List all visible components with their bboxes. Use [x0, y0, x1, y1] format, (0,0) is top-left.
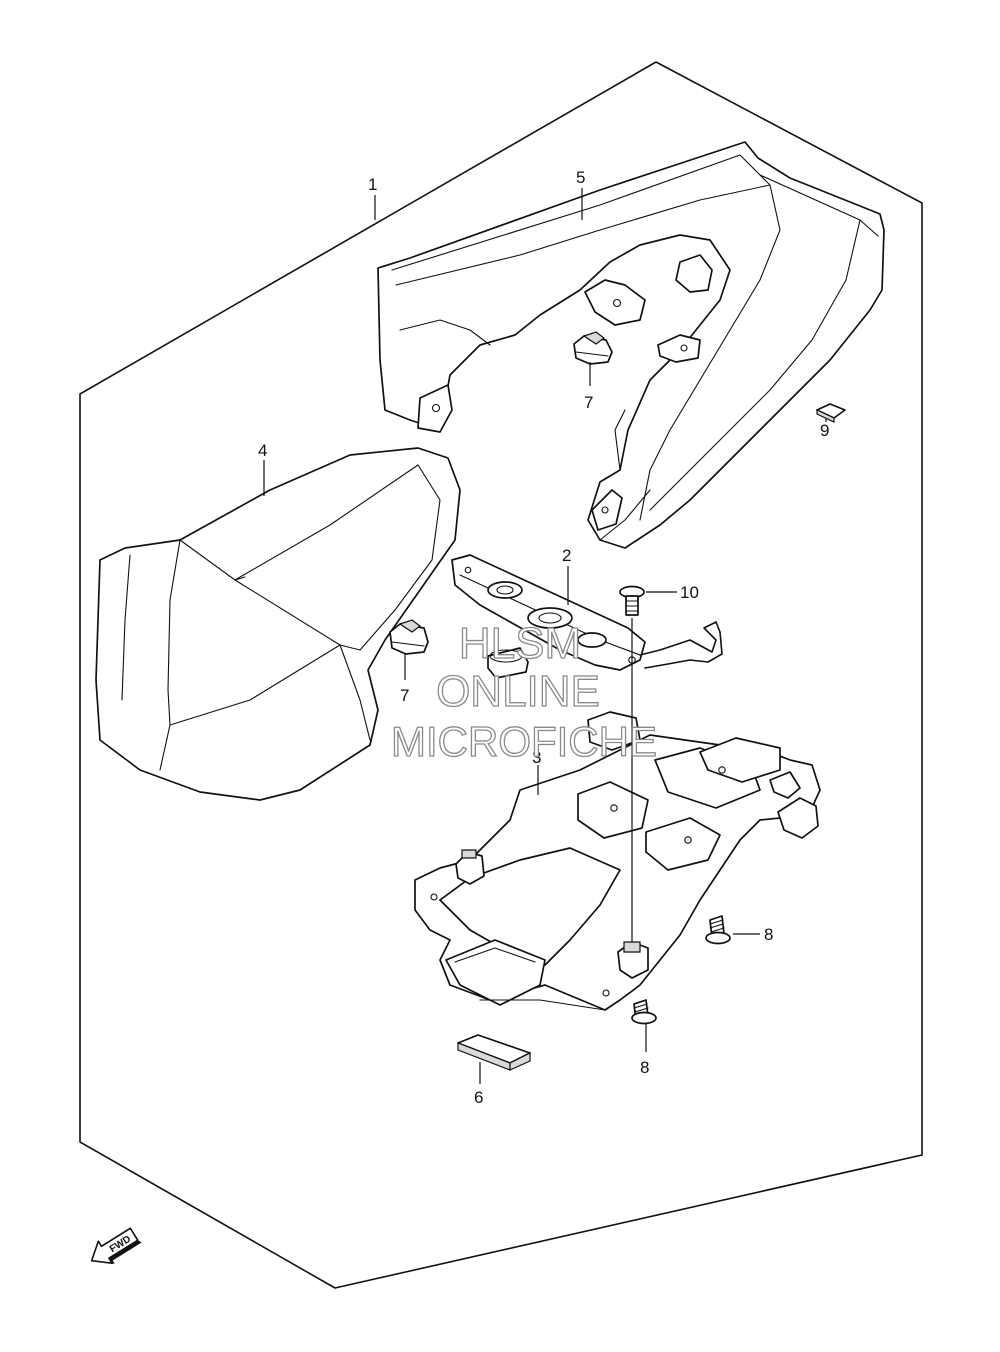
callout-10: 10	[680, 583, 699, 602]
fwd-arrow-icon: FWD	[90, 1227, 142, 1265]
callout-7-lower: 7	[400, 686, 409, 705]
part-6-block	[457, 1034, 531, 1071]
callout-8-right: 8	[764, 925, 773, 944]
callout-2: 2	[562, 546, 571, 565]
callout-8-lower: 8	[640, 1058, 649, 1077]
assembly-outline	[79, 61, 923, 1289]
part-10-screw	[619, 585, 645, 616]
callout-3: 3	[532, 748, 541, 767]
part-2-lock-bracket	[451, 554, 723, 679]
part-4-seat	[95, 447, 461, 801]
watermark-line-1: HLSM	[459, 619, 581, 668]
part-5-seat-cowl	[377, 141, 885, 549]
watermark-line-2: ONLINE	[436, 667, 600, 716]
part-7-clip-lower	[389, 619, 429, 655]
watermark: HLSM ONLINE MICROFICHE	[390, 618, 657, 765]
part-8-bolt-lower	[631, 999, 657, 1025]
leader-lines	[263, 188, 827, 1084]
watermark-line-3: MICROFICHE	[391, 718, 657, 765]
callout-4: 4	[258, 441, 267, 460]
callout-9: 9	[820, 421, 829, 440]
callout-6: 6	[474, 1088, 483, 1107]
callout-1: 1	[368, 175, 377, 194]
callout-5: 5	[576, 168, 585, 187]
callout-7-upper: 7	[584, 393, 593, 412]
part-7-clip-upper	[573, 331, 613, 365]
part-8-bolt-right	[705, 915, 731, 945]
part-3-seat-frame	[414, 711, 821, 1011]
part-9-pad	[816, 403, 846, 423]
